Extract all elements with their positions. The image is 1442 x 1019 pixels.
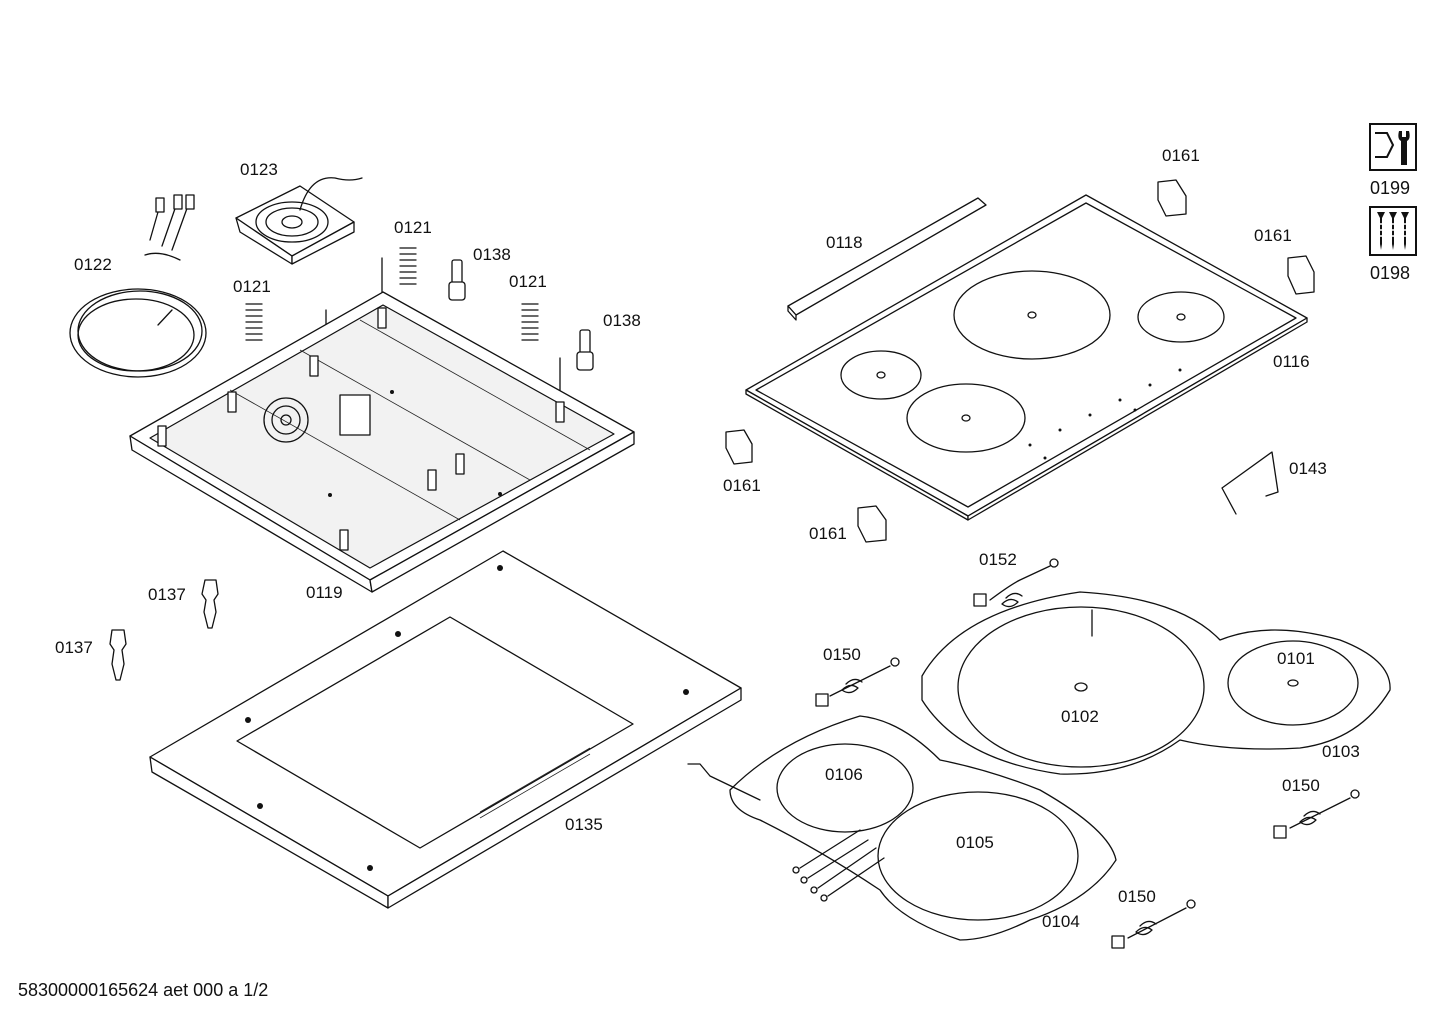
label-0150-right: 0150 [1282,776,1320,795]
cooling-fan [235,177,363,265]
wire-bracket [1221,451,1279,515]
label-0138-right: 0138 [603,311,641,330]
coil-carrier-small [687,715,1117,941]
power-cable [69,194,207,378]
label-0161-top: 0161 [1162,146,1200,165]
label-0152: 0152 [979,550,1017,569]
label-0105: 0105 [956,833,994,852]
mounting-clips [109,579,219,681]
label-0121-left: 0121 [233,277,271,296]
label-0137-lower: 0137 [55,638,93,657]
screws-icon [1369,206,1417,256]
wrench-icon [1369,123,1417,171]
mounting-frame [149,550,742,909]
housing-tray [129,291,635,593]
label-0143: 0143 [1289,459,1327,478]
label-0104: 0104 [1042,912,1080,931]
label-0198: 0198 [1370,263,1411,283]
label-0161-left: 0161 [723,476,761,495]
temperature-sensors [815,558,1360,949]
seal-strip [787,197,987,321]
label-0118: 0118 [826,233,863,252]
label-0116: 0116 [1273,352,1310,371]
coil-carrier-large [921,591,1391,775]
bottom-feet [448,259,594,371]
label-0103: 0103 [1322,742,1360,761]
label-0137-upper: 0137 [148,585,186,604]
document-number: 58300000165624 aet 000 a 1/2 [18,980,269,1000]
label-0150-lower: 0150 [1118,887,1156,906]
label-0150-upper: 0150 [823,645,861,664]
glass-ceramic-top [745,194,1308,521]
label-0119: 0119 [306,583,343,602]
fixing-brackets [725,179,1315,543]
label-0102: 0102 [1061,707,1099,726]
label-0106: 0106 [825,765,863,784]
label-0138-top: 0138 [473,245,511,264]
label-0199: 0199 [1370,178,1411,198]
label-0101: 0101 [1277,649,1315,668]
label-0161-right: 0161 [1254,226,1292,245]
label-0123: 0123 [240,160,278,179]
label-0135: 0135 [565,815,603,834]
label-0161-bottom: 0161 [809,524,847,543]
label-0122: 0122 [74,255,112,274]
label-0121-right: 0121 [509,272,547,291]
label-0121-top: 0121 [394,218,432,237]
